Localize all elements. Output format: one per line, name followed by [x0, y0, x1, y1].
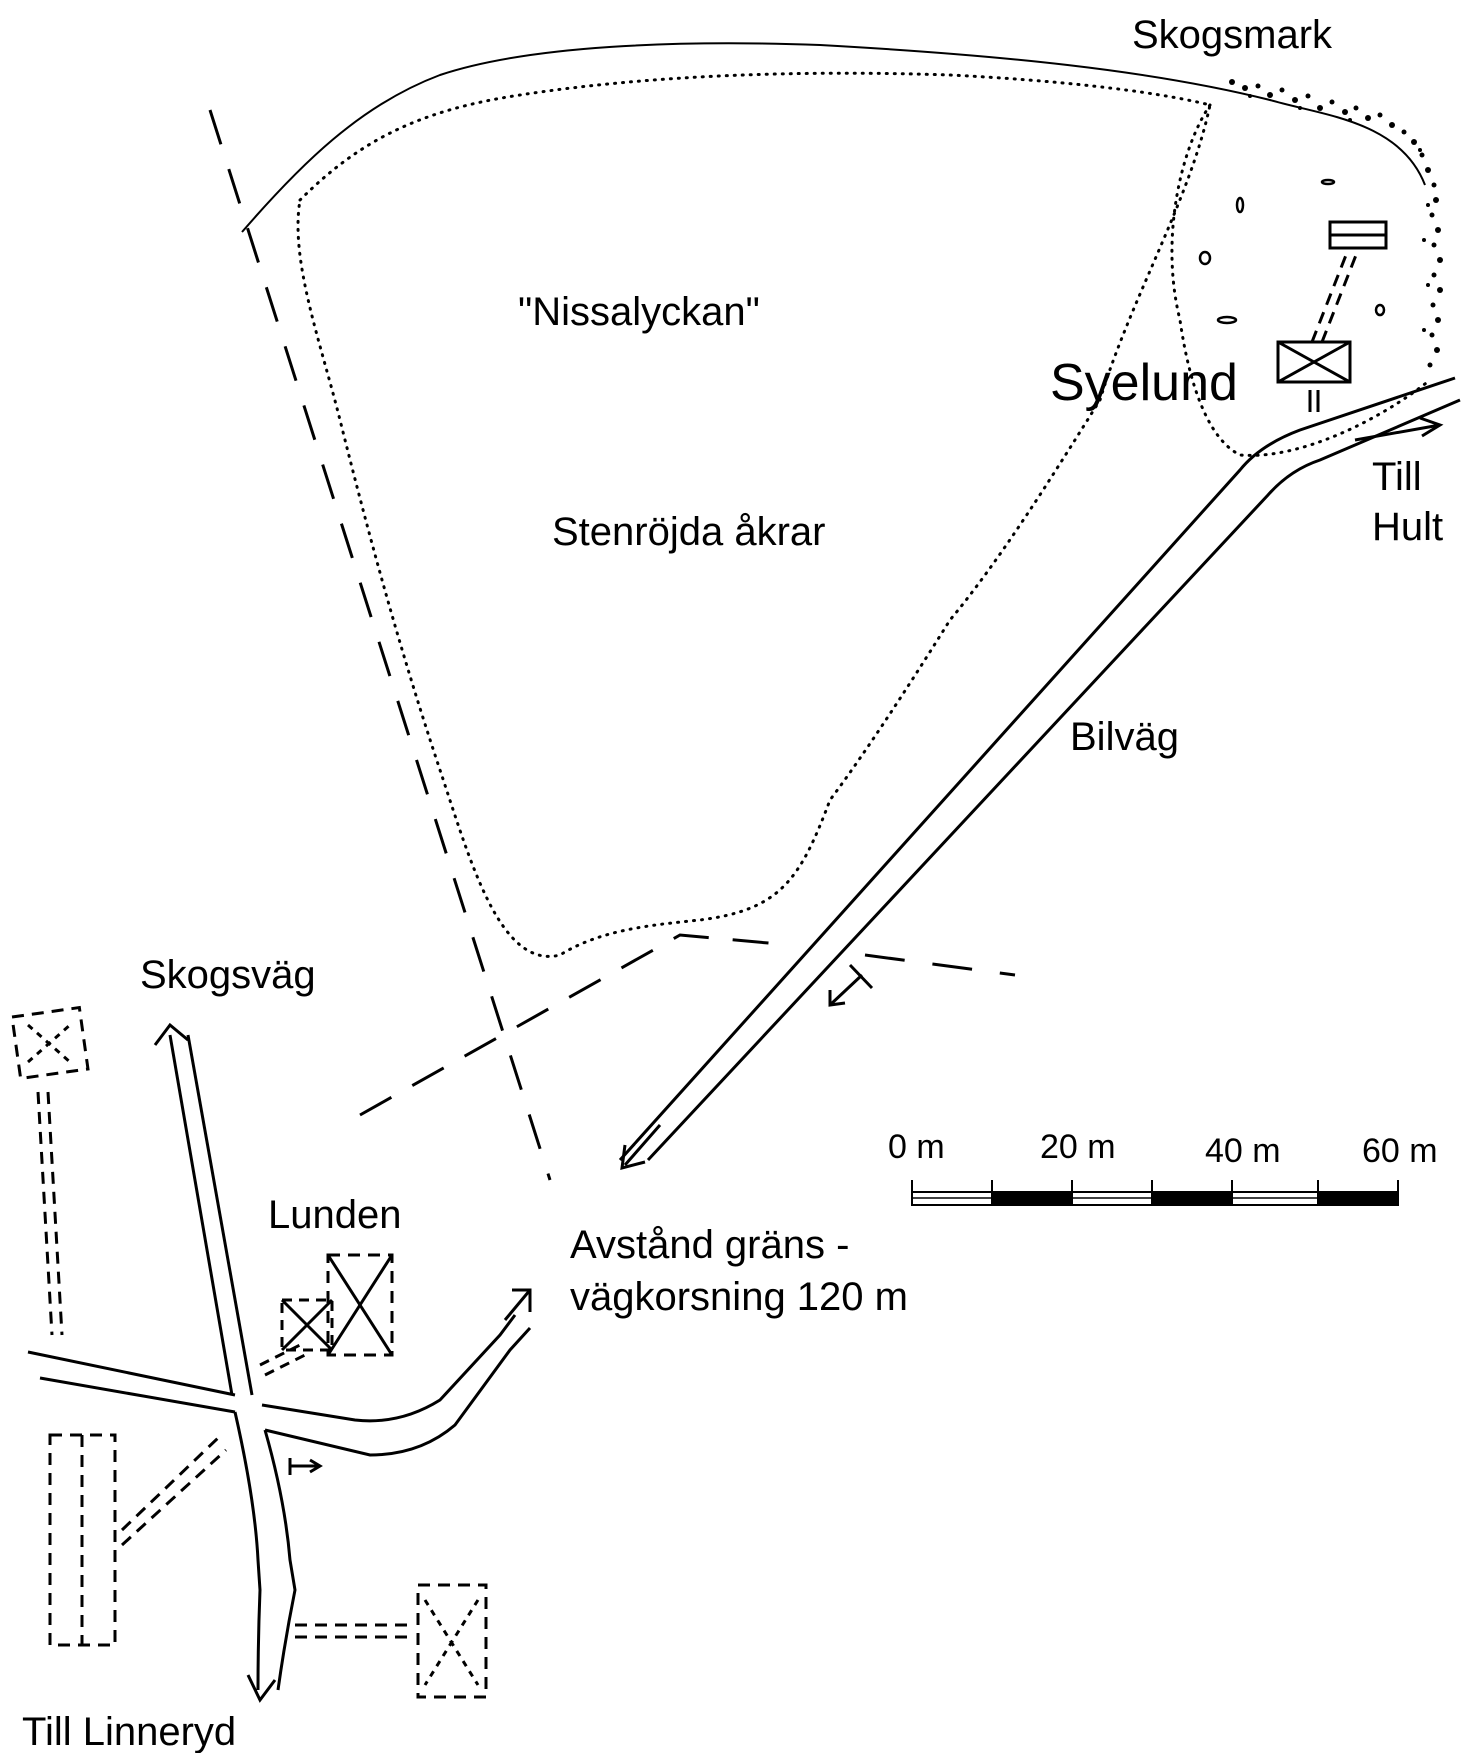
scale-tick-60: 60 m: [1362, 1132, 1438, 1170]
label-till-hult-line1: Till: [1372, 455, 1422, 499]
lower-boundary-dashed: [359, 933, 791, 1117]
bilvag-arrow-southwest: [620, 1124, 662, 1171]
label-till-linneryd: Till Linneryd: [22, 1710, 236, 1753]
lunden-building-large: [326, 1253, 394, 1357]
ruin-west-long: [48, 1433, 117, 1647]
label-till-hult-line2: Hult: [1372, 505, 1443, 549]
syelund-driveway: [1308, 390, 1320, 412]
east-road-arrow: [503, 1288, 532, 1321]
ruin-northwest-path: [36, 1091, 64, 1336]
skogsvag-arrow: [153, 1022, 189, 1046]
lunden-building-small: [280, 1298, 334, 1352]
till-hult-arrow: [1354, 416, 1444, 442]
property-boundary-dashed: [208, 109, 552, 1181]
label-lunden: Lunden: [268, 1193, 401, 1237]
label-avstand-line1: Avstånd gräns -: [570, 1223, 849, 1267]
farmstead-enclosure-dotted: [1170, 103, 1432, 457]
crossroad-east-west-road: [27, 1314, 532, 1457]
ruin-northwest: [10, 1005, 90, 1081]
syelund-main-house: [1276, 340, 1352, 384]
ruin-west-path: [120, 1436, 228, 1547]
scale-bar: 0 m 20 m 40 m 60 m: [888, 1128, 1438, 1206]
ruin-southeast: [416, 1583, 488, 1699]
scale-tick-20: 20 m: [1040, 1128, 1116, 1166]
stone-markers: [1198, 178, 1386, 325]
label-syelund: Syelund: [1050, 354, 1238, 412]
forest-edge-dots: [1229, 79, 1443, 368]
bilvag-road: [618, 376, 1461, 1162]
field-boundary-dotted: [296, 71, 1212, 958]
label-nissalyckan: "Nissalyckan": [518, 290, 760, 334]
lunden-path: [259, 1343, 306, 1377]
label-avstand-line2: vägkorsning 120 m: [570, 1275, 908, 1319]
forest-boundary-line: [241, 42, 1426, 233]
right-boundary-dashed: [864, 953, 1016, 977]
boundary-crossing-arrow: [828, 963, 874, 1007]
scale-tick-0: 0 m: [888, 1128, 945, 1166]
label-skogsvag: Skogsväg: [140, 953, 316, 997]
skogsvag-road: [168, 1034, 254, 1396]
linneryd-arrow: [246, 1674, 277, 1703]
linneryd-road: [233, 1411, 297, 1691]
label-skogsmark: Skogsmark: [1132, 13, 1333, 57]
syelund-path-dashed: [1310, 249, 1360, 343]
label-bilvag: Bilväg: [1070, 715, 1179, 759]
label-stenrojda-akrar: Stenröjda åkrar: [552, 510, 825, 554]
lunden-access-arrow: [288, 1458, 323, 1475]
syelund-outbuilding: [1328, 220, 1388, 250]
scale-tick-40: 40 m: [1205, 1132, 1281, 1170]
